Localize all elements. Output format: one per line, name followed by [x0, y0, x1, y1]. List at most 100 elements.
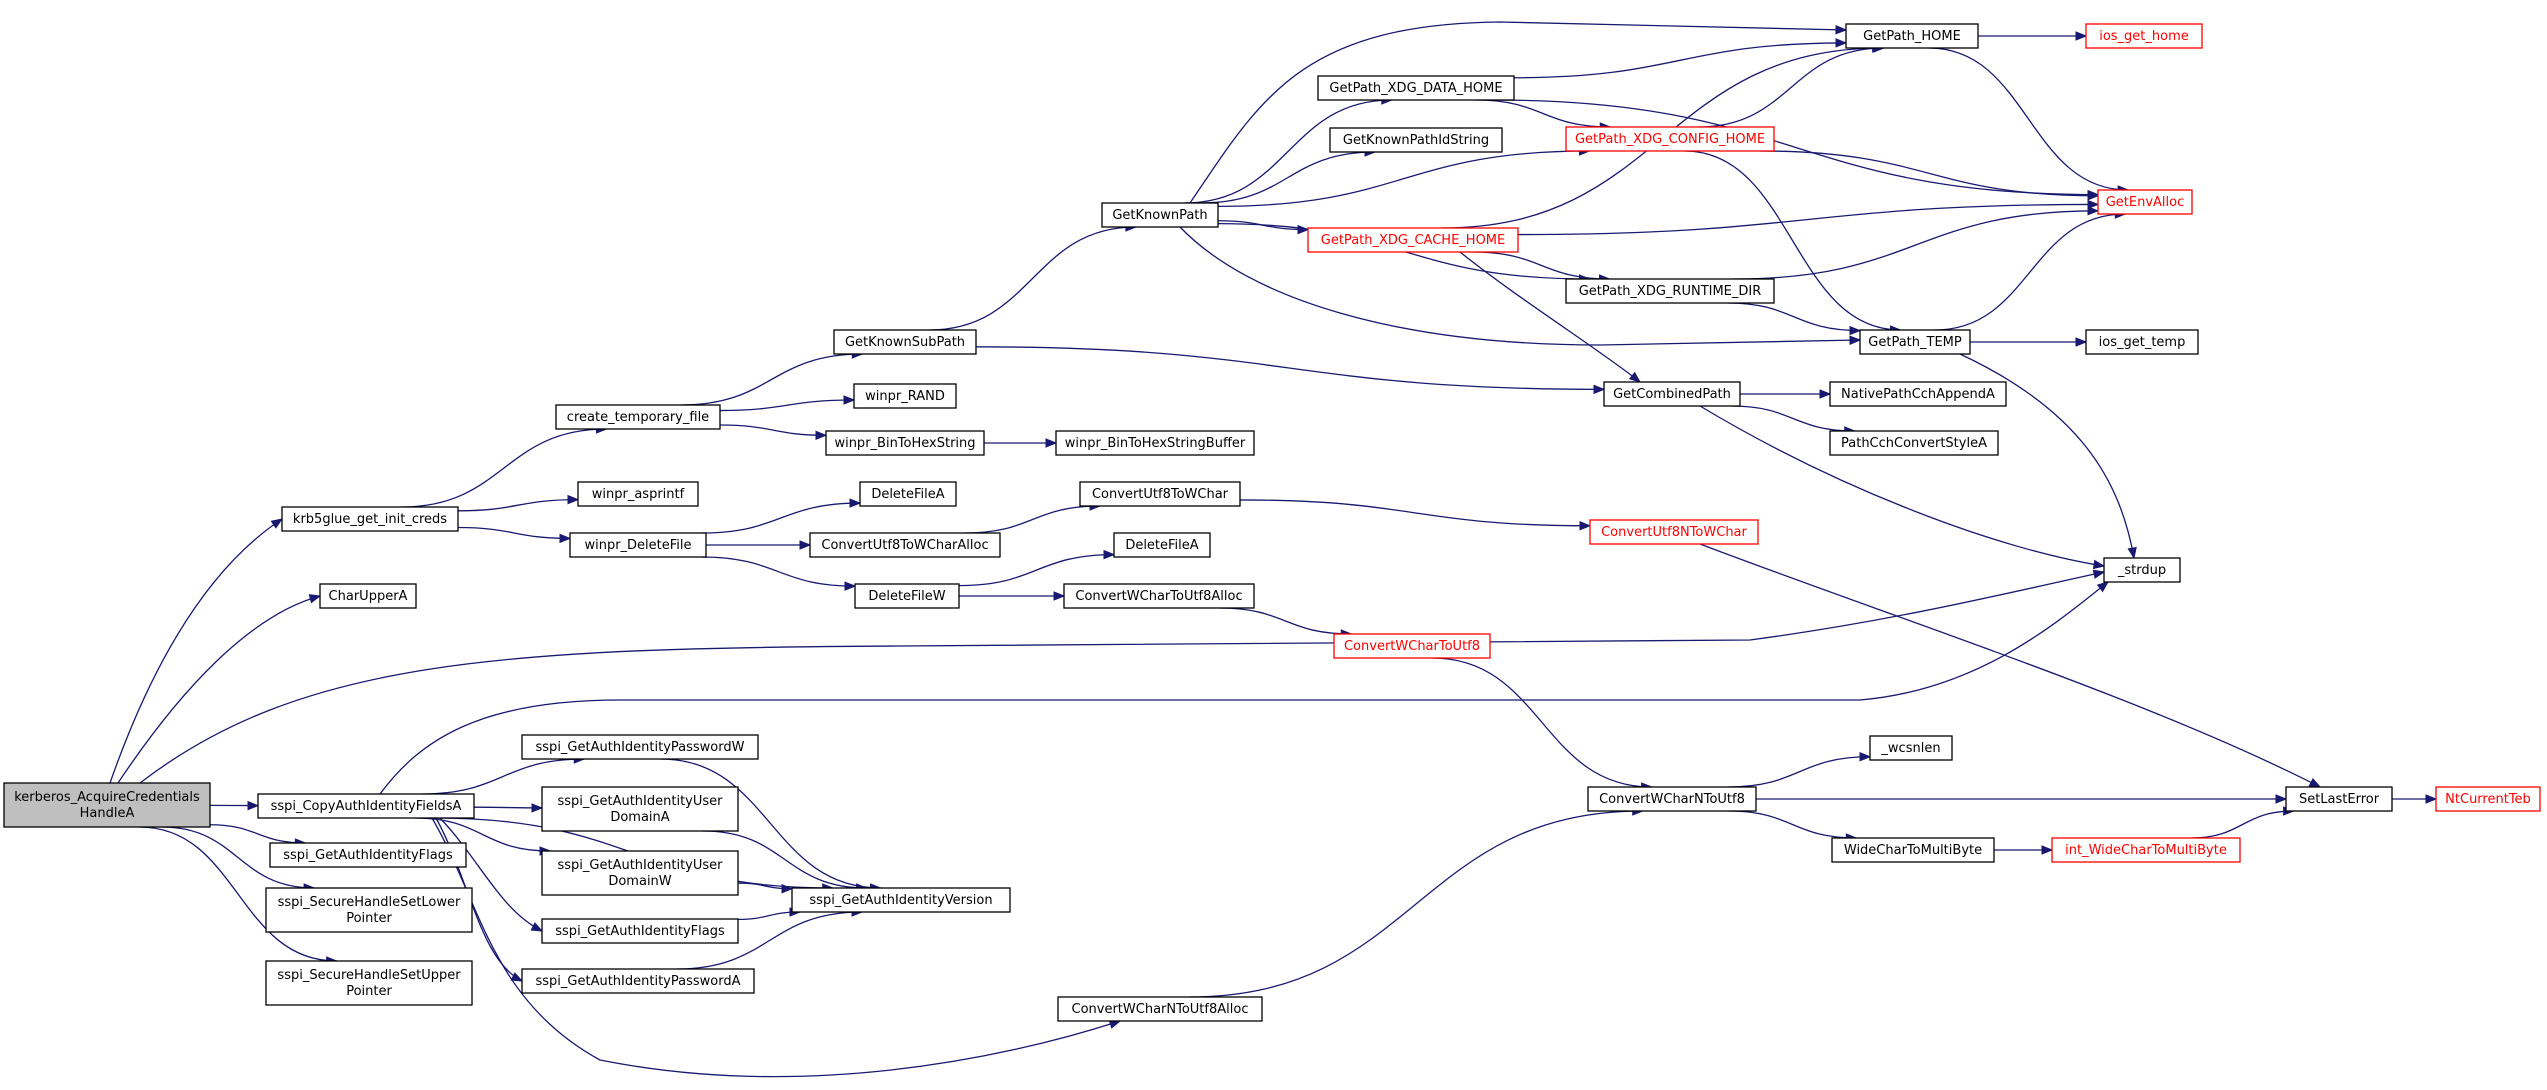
- function-node-label: DomainW: [608, 874, 671, 889]
- function-node-label: NtCurrentTeb: [2445, 792, 2531, 807]
- function-node-getpwda[interactable]: sspi_GetAuthIdentityPasswordA: [521, 968, 755, 994]
- function-node-cwtou8[interactable]: ConvertWCharToUtf8: [1333, 633, 1491, 659]
- call-arrowhead: [308, 594, 322, 604]
- call-edge: [680, 353, 863, 406]
- function-node-label: Pointer: [346, 911, 392, 926]
- function-node-box: [541, 786, 739, 832]
- call-edge: [1699, 405, 2105, 567]
- call-arrowhead: [844, 581, 857, 591]
- function-node-box: [3, 782, 211, 828]
- function-node-box: [1829, 381, 2007, 407]
- call-edge: [139, 571, 2105, 784]
- call-edge: [415, 817, 551, 852]
- function-node-ntcurrentteb[interactable]: NtCurrentTeb: [2435, 786, 2541, 812]
- function-node-label: winpr_BinToHexString: [834, 436, 975, 451]
- function-node-knownpath[interactable]: GetKnownPath: [1101, 202, 1219, 228]
- function-node-label: ConvertUtf8ToWChar: [1092, 487, 1229, 502]
- function-node-nativeappend[interactable]: NativePathCchAppendA: [1829, 381, 2007, 407]
- call-edge: [1727, 302, 1861, 332]
- function-node-label: GetPath_XDG_CACHE_HOME: [1321, 233, 1505, 248]
- call-edge: [1731, 405, 1855, 432]
- function-node-box: [257, 793, 475, 819]
- function-node-setlasterror[interactable]: SetLastError: [2285, 786, 2393, 812]
- function-node-envalloc[interactable]: GetEnvAlloc: [2097, 189, 2193, 215]
- function-node-bintohexbuf[interactable]: winpr_BinToHexStringBuffer: [1055, 430, 1255, 456]
- function-node-box: [265, 960, 473, 1006]
- function-node-cachehome[interactable]: GetPath_XDG_CACHE_HOME: [1307, 227, 1519, 253]
- call-edge: [1200, 151, 1376, 204]
- call-edge: [1184, 99, 1392, 204]
- call-arrowhead: [2087, 191, 2100, 201]
- function-node-confighome[interactable]: GetPath_XDG_CONFIG_HOME: [1565, 126, 1775, 152]
- function-node-temp[interactable]: GetPath_TEMP: [1859, 329, 1971, 355]
- function-node-box: [265, 887, 473, 933]
- call-arrowhead: [2075, 337, 2088, 347]
- function-node-box: [1859, 329, 1971, 355]
- function-node-label: ConvertUtf8NToWChar: [1601, 525, 1747, 540]
- function-node-strdup[interactable]: _strdup: [2103, 557, 2181, 583]
- call-edge: [139, 826, 337, 962]
- function-node-cwntou8[interactable]: ConvertWCharNToUtf8: [1587, 786, 1757, 812]
- function-node-rand[interactable]: winpr_RAND: [853, 383, 957, 409]
- call-arrowhead: [799, 540, 812, 550]
- function-node-widechar[interactable]: WideCharToMultiByte: [1831, 837, 1995, 863]
- function-node-asprintf[interactable]: winpr_asprintf: [577, 481, 699, 507]
- function-node-deletefile[interactable]: winpr_DeleteFile: [569, 532, 707, 558]
- function-node-knownpathid[interactable]: GetKnownPathIdString: [1329, 127, 1503, 153]
- function-node-getflags2[interactable]: sspi_GetAuthIdentityFlags: [541, 918, 739, 944]
- function-node-cwtou8alloc[interactable]: ConvertWCharToUtf8Alloc: [1063, 583, 1255, 609]
- call-edge: [701, 556, 856, 587]
- call-edge: [1760, 150, 2099, 197]
- function-node-copyauth[interactable]: sspi_CopyAuthIdentityFieldsA: [257, 793, 475, 819]
- function-node-home[interactable]: GetPath_HOME: [1845, 23, 1979, 49]
- function-node-box: [2435, 786, 2541, 812]
- call-edge: [958, 553, 1115, 587]
- function-node-getflags1[interactable]: sspi_GetAuthIdentityFlags: [269, 842, 467, 868]
- function-node-getpwdw[interactable]: sspi_GetAuthIdentityPasswordW: [521, 734, 759, 760]
- function-node-cu8towalloc[interactable]: ConvertUtf8ToWCharAlloc: [809, 532, 1001, 558]
- call-edge: [660, 758, 881, 889]
- function-node-cu8ntow[interactable]: ConvertUtf8NToWChar: [1589, 519, 1759, 545]
- function-node-convertstyle[interactable]: PathCchConvertStyleA: [1829, 430, 1999, 456]
- function-node-label: HandleA: [80, 806, 135, 821]
- call-arrowhead: [567, 494, 580, 505]
- call-edge: [109, 518, 283, 784]
- function-node-charupper[interactable]: CharUpperA: [319, 583, 417, 609]
- call-arrowhead: [2041, 845, 2054, 855]
- function-node-box: [281, 506, 459, 532]
- function-node-datahome[interactable]: GetPath_XDG_DATA_HOME: [1317, 75, 1515, 101]
- function-node-label: winpr_DeleteFile: [584, 538, 691, 553]
- function-node-combined[interactable]: GetCombinedPath: [1603, 381, 1741, 407]
- function-node-label: Pointer: [346, 984, 392, 999]
- function-node-getversion[interactable]: sspi_GetAuthIdentityVersion: [791, 887, 1011, 913]
- function-node-ioshome[interactable]: ios_get_home: [2085, 23, 2203, 49]
- function-node-wcsnlen[interactable]: _wcsnlen: [1869, 735, 1953, 761]
- function-node-knownsub[interactable]: GetKnownSubPath: [833, 329, 977, 355]
- function-node-iostemp[interactable]: ios_get_temp: [2085, 329, 2199, 355]
- function-node-label: GetKnownSubPath: [845, 335, 965, 350]
- function-node-bintohex[interactable]: winpr_BinToHexString: [825, 430, 985, 456]
- function-node-label: ios_get_temp: [2099, 335, 2186, 350]
- call-arrowhead: [849, 498, 862, 508]
- function-node-runtimedir[interactable]: GetPath_XDG_RUNTIME_DIR: [1565, 278, 1775, 304]
- function-node-box: [1329, 127, 1503, 153]
- call-edge: [1189, 810, 1643, 998]
- function-node-box: [1565, 126, 1775, 152]
- function-node-krb5[interactable]: krb5glue_get_init_creds: [281, 506, 459, 532]
- function-node-intwidechar[interactable]: int_WideCharToMultiByte: [2051, 837, 2241, 863]
- function-node-deletefilea2[interactable]: DeleteFileA: [1113, 532, 1211, 558]
- call-arrowhead: [1628, 371, 1642, 383]
- call-arrowhead: [1849, 335, 1862, 345]
- function-node-cwntou8alloc[interactable]: ConvertWCharNToUtf8Alloc: [1057, 996, 1263, 1022]
- function-node-deletefilea1[interactable]: DeleteFileA: [859, 481, 957, 507]
- function-node-deletefilew[interactable]: DeleteFileW: [854, 583, 960, 609]
- call-edge: [1728, 810, 1857, 839]
- function-node-cu8tow[interactable]: ConvertUtf8ToWChar: [1079, 481, 1241, 507]
- function-node-createtmp[interactable]: create_temporary_file: [555, 404, 721, 430]
